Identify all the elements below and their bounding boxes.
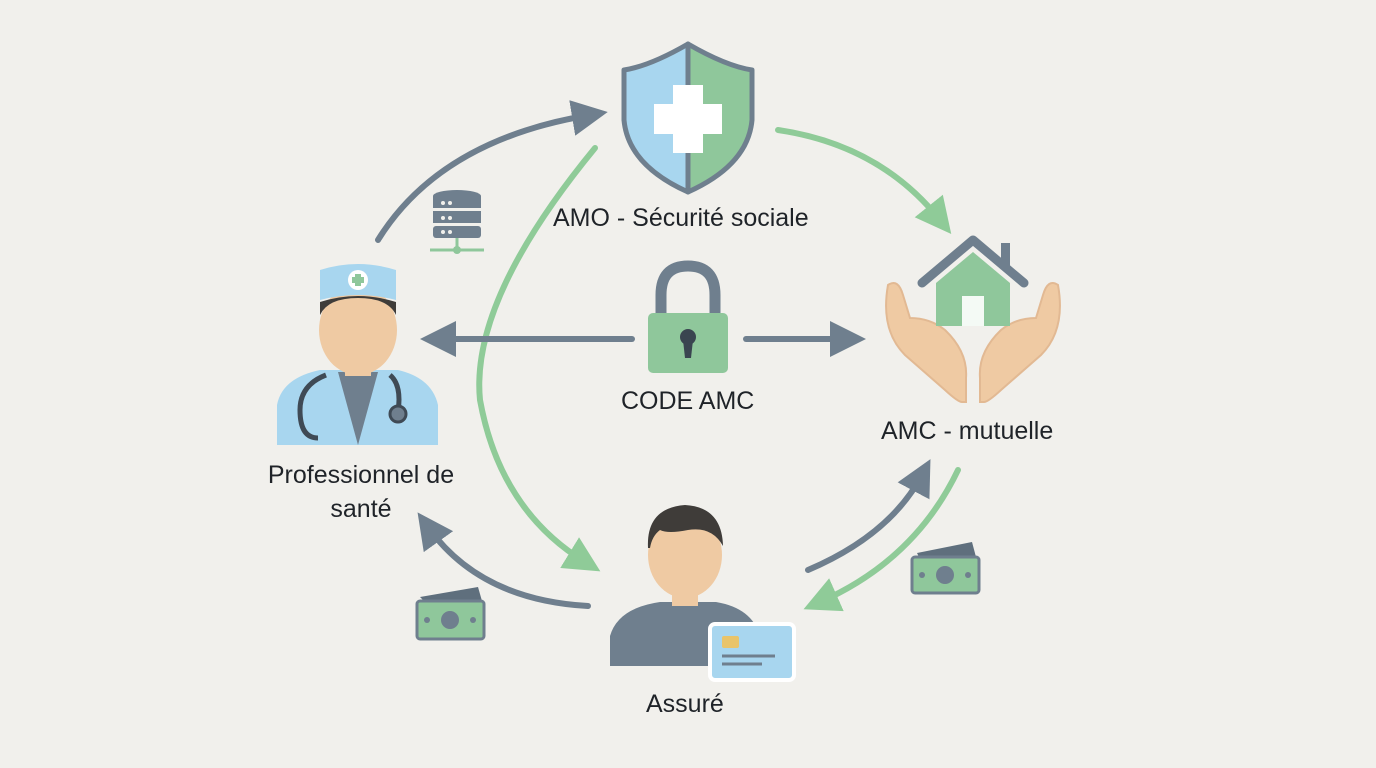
arrow-amc-to-assure — [803, 467, 961, 612]
database-icon — [430, 190, 484, 254]
carte-vitale-icon — [708, 622, 796, 682]
arrow-amo-to-assure — [476, 145, 601, 572]
shield-cross-icon — [621, 41, 755, 195]
arrow-pro-to-amo — [375, 100, 608, 243]
arrow-amo-to-amc — [775, 127, 952, 235]
banknote-icon — [415, 587, 486, 641]
professionnel-label: Professionnel de santé — [267, 461, 455, 523]
arrow-assure-to-pro — [417, 512, 591, 609]
arrow-assure-to-amc — [805, 459, 931, 573]
assure-label: Assuré — [646, 690, 724, 718]
amo-label: AMO - Sécurité sociale — [553, 204, 809, 232]
code-amc-label: CODE AMC — [621, 387, 755, 415]
hands-house-icon — [885, 235, 1061, 403]
arrows — [375, 100, 961, 612]
doctor-icon — [277, 264, 438, 445]
padlock-icon — [648, 260, 728, 373]
banknote-icon — [910, 542, 981, 595]
amc-label: AMC - mutuelle — [881, 417, 1054, 445]
